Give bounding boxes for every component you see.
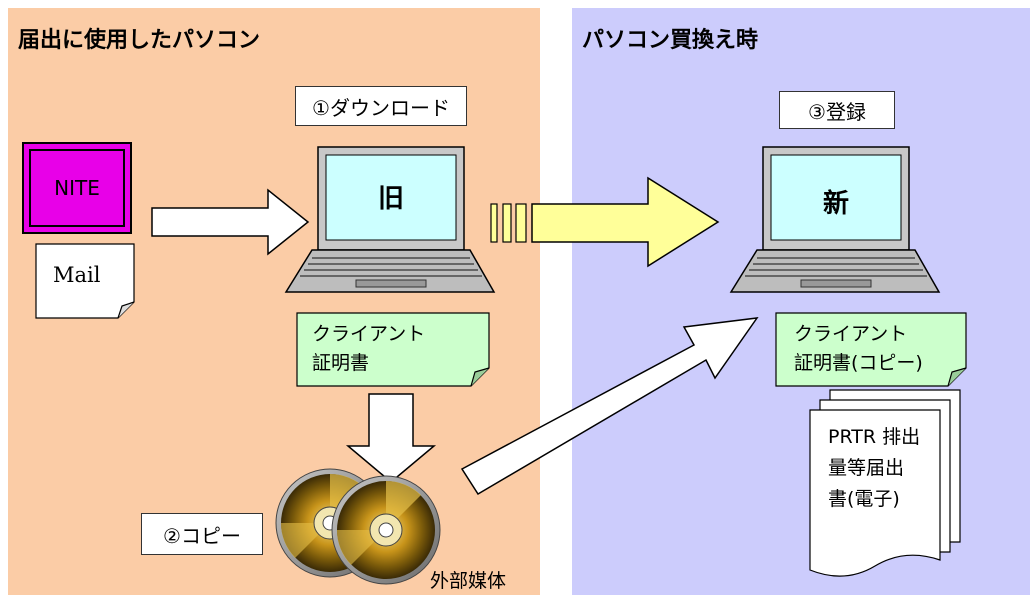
document-line3: 書(電子) (828, 488, 900, 510)
migration-arrow (490, 176, 720, 268)
nite-box: NITE (22, 142, 132, 234)
new-laptop-icon: 新 (729, 146, 941, 293)
cert-old-line2: 証明書 (312, 352, 369, 374)
old-laptop-icon: 旧 (284, 146, 496, 293)
prtr-document-stack: PRTR 排出 量等届出 書(電子) (809, 389, 961, 577)
old-pc-panel-title: 届出に使用したパソコン (18, 28, 261, 53)
mail-label: Mail (53, 263, 101, 287)
external-media-disc-icon-2 (331, 475, 441, 585)
download-arrow (151, 188, 310, 256)
cert-old-line1: クライアント (312, 323, 425, 345)
nite-label: NITE (54, 176, 100, 200)
document-line1: PRTR 排出 (828, 426, 920, 448)
client-certificate-copy-note: クライアント 証明書(コピー) (775, 312, 967, 387)
new-pc-panel-title: パソコン買換え時 (582, 28, 759, 53)
external-media-label: 外部媒体 (430, 570, 507, 592)
step-download-label: ①ダウンロード (295, 86, 467, 126)
old-pc-label: 旧 (378, 184, 404, 214)
copy-down-arrow (345, 393, 437, 483)
cert-new-line1: クライアント (794, 323, 907, 345)
cert-new-line2: 証明書(コピー) (794, 352, 923, 374)
document-line2: 量等届出 (828, 457, 904, 479)
mail-document: Mail (35, 243, 135, 319)
step-register-label: ③登録 (779, 91, 895, 129)
restore-diagonal-arrow (460, 317, 759, 496)
new-pc-label: 新 (823, 188, 849, 219)
client-certificate-note: クライアント 証明書 (296, 312, 490, 387)
step-copy-label: ②コピー (141, 513, 263, 555)
